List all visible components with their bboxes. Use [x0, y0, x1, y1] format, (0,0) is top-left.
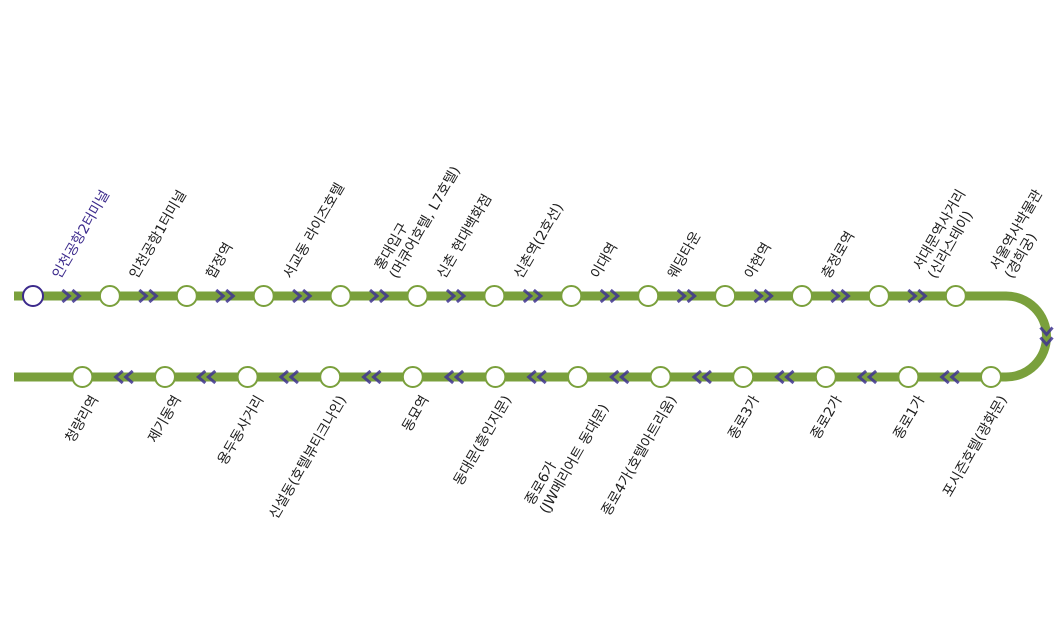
stop-marker	[897, 366, 920, 388]
stop-marker	[791, 285, 813, 307]
stop-marker	[154, 366, 176, 388]
stop-marker	[236, 366, 259, 388]
direction-arrow-left-icon	[195, 369, 217, 385]
stop-marker	[401, 366, 424, 388]
direction-arrow-left-icon	[856, 369, 878, 385]
current-stop-marker	[22, 285, 44, 307]
direction-arrow-left-icon	[526, 369, 547, 385]
direction-arrow-left-icon	[774, 369, 795, 385]
direction-arrow-right-icon	[369, 288, 390, 304]
stop-marker	[637, 285, 660, 307]
stop-marker	[98, 285, 121, 307]
stop-marker	[560, 285, 583, 307]
stop-marker	[483, 285, 506, 307]
direction-arrow-left-icon	[691, 369, 712, 385]
direction-arrow-left-icon	[939, 369, 960, 385]
stop-marker	[319, 366, 342, 388]
stop-marker	[567, 366, 589, 388]
direction-arrow-right-icon	[830, 288, 851, 304]
route-line	[14, 291, 1051, 382]
direction-arrow-left-icon	[113, 369, 134, 385]
direction-arrow-right-icon	[445, 288, 467, 304]
stop-marker	[732, 366, 755, 388]
direction-arrow-left-icon	[361, 369, 382, 385]
direction-arrow-right-icon	[215, 288, 236, 304]
stop-marker	[252, 285, 275, 307]
direction-arrow-right-icon	[138, 288, 159, 304]
direction-arrow-down-icon	[1039, 326, 1054, 347]
stop-marker	[867, 285, 890, 307]
stop-marker	[71, 366, 94, 388]
direction-arrow-left-icon	[278, 369, 299, 385]
stop-marker	[714, 285, 737, 307]
stop-marker	[484, 366, 507, 388]
direction-arrow-right-icon	[907, 288, 928, 304]
direction-arrow-left-icon	[608, 369, 630, 385]
direction-arrow-right-icon	[599, 288, 621, 304]
direction-arrow-right-icon	[61, 288, 82, 304]
stop-marker	[944, 285, 967, 307]
direction-arrow-right-icon	[522, 288, 544, 304]
stop-marker	[980, 366, 1002, 388]
stop-marker	[406, 285, 429, 307]
stop-marker	[175, 285, 198, 307]
direction-arrow-left-icon	[443, 369, 465, 385]
direction-arrow-right-icon	[676, 288, 697, 304]
stop-marker	[649, 366, 672, 388]
direction-arrow-right-icon	[753, 288, 774, 304]
direction-arrow-right-icon	[292, 288, 313, 304]
stop-marker	[329, 285, 352, 307]
stop-marker	[814, 366, 837, 388]
